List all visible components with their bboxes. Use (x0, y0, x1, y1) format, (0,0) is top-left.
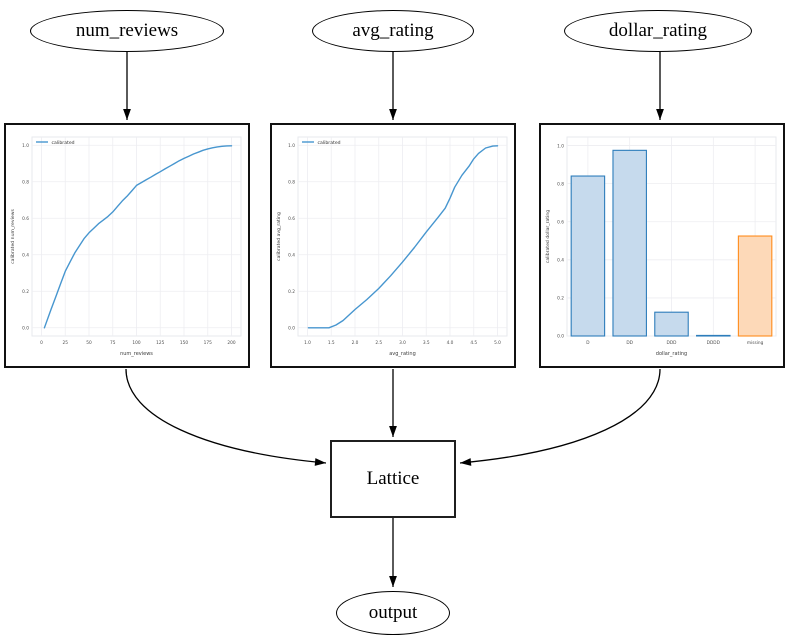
node-lattice: Lattice (330, 440, 456, 518)
svg-text:calibrated: calibrated (318, 140, 341, 146)
node-output-label: output (368, 602, 418, 623)
svg-text:D: D (586, 340, 590, 346)
svg-text:0.8: 0.8 (22, 179, 29, 185)
svg-text:0.8: 0.8 (557, 181, 564, 187)
svg-text:DDDD: DDDD (707, 340, 721, 346)
svg-text:0.2: 0.2 (22, 289, 29, 295)
calibration-plot-avg-rating: 0.0 0.2 0.4 0.6 0.8 1.0 1.0 1.5 2.0 2.5 3.0 3.5 4.0 4… (270, 123, 516, 368)
svg-text:calibrated: calibrated (52, 140, 75, 146)
svg-text:1.0: 1.0 (304, 340, 311, 346)
svg-text:0.6: 0.6 (22, 216, 29, 222)
svg-text:0.8: 0.8 (288, 179, 295, 185)
svg-text:4.5: 4.5 (470, 340, 477, 346)
svg-text:75: 75 (110, 340, 116, 346)
svg-text:5.0: 5.0 (494, 340, 501, 346)
node-output: output (336, 591, 450, 635)
svg-text:avg_rating: avg_rating (389, 351, 416, 357)
node-num-reviews: num_reviews (30, 10, 224, 52)
svg-text:missing: missing (747, 340, 764, 346)
svg-text:3.5: 3.5 (423, 340, 430, 346)
svg-text:0.0: 0.0 (288, 325, 295, 331)
svg-text:0.4: 0.4 (22, 252, 29, 258)
svg-text:0.6: 0.6 (288, 216, 295, 222)
svg-text:200: 200 (227, 340, 235, 346)
node-num-reviews-label: num_reviews (75, 20, 179, 41)
svg-text:0.0: 0.0 (557, 334, 564, 340)
node-avg-rating-label: avg_rating (352, 20, 434, 41)
svg-text:num_reviews: num_reviews (120, 351, 153, 357)
svg-text:125: 125 (156, 340, 164, 346)
svg-text:1.0: 1.0 (22, 143, 29, 149)
node-lattice-label: Lattice (366, 468, 420, 489)
edge-calibrator3-to-lattice (459, 368, 661, 466)
svg-text:2.5: 2.5 (375, 340, 382, 346)
svg-text:50: 50 (86, 340, 92, 346)
svg-text:0.2: 0.2 (557, 296, 564, 302)
svg-text:100: 100 (132, 340, 140, 346)
svg-text:1.0: 1.0 (557, 143, 564, 149)
node-dollar-rating: dollar_rating (564, 10, 752, 52)
svg-text:0.4: 0.4 (288, 252, 295, 258)
svg-text:0.4: 0.4 (557, 258, 564, 264)
svg-text:4.0: 4.0 (447, 340, 454, 346)
svg-text:DD: DD (626, 340, 633, 346)
svg-text:0.2: 0.2 (288, 289, 295, 295)
calibration-chart-num-reviews: 0.0 0.2 0.4 0.6 0.8 1.0 0 25 50 75 100 125 150 175 200… (6, 125, 248, 366)
calibration-chart-avg-rating: 0.0 0.2 0.4 0.6 0.8 1.0 1.0 1.5 2.0 2.5 3.0 3.5 4.0 4… (272, 125, 514, 366)
svg-text:calibrated avg_rating: calibrated avg_rating (276, 212, 282, 261)
svg-text:calibrated num_reviews: calibrated num_reviews (10, 209, 16, 264)
svg-text:0.6: 0.6 (557, 219, 564, 225)
svg-text:0.0: 0.0 (22, 325, 29, 331)
svg-text:1.5: 1.5 (328, 340, 335, 346)
svg-text:2.0: 2.0 (352, 340, 359, 346)
edge-calibrator1-to-lattice (125, 368, 327, 466)
svg-text:dollar_rating: dollar_rating (656, 351, 687, 357)
node-avg-rating: avg_rating (312, 10, 474, 52)
svg-text:calibrated dollar_rating: calibrated dollar_rating (545, 210, 551, 263)
svg-text:3.0: 3.0 (399, 340, 406, 346)
calibration-plot-num-reviews: 0.0 0.2 0.4 0.6 0.8 1.0 0 25 50 75 100 125 150 175 200… (4, 123, 250, 368)
node-dollar-rating-label: dollar_rating (608, 20, 708, 41)
svg-text:25: 25 (63, 340, 69, 346)
svg-text:175: 175 (204, 340, 212, 346)
svg-text:1.0: 1.0 (288, 143, 295, 149)
svg-text:0: 0 (40, 340, 43, 346)
svg-text:DDD: DDD (667, 340, 678, 346)
svg-text:150: 150 (180, 340, 188, 346)
